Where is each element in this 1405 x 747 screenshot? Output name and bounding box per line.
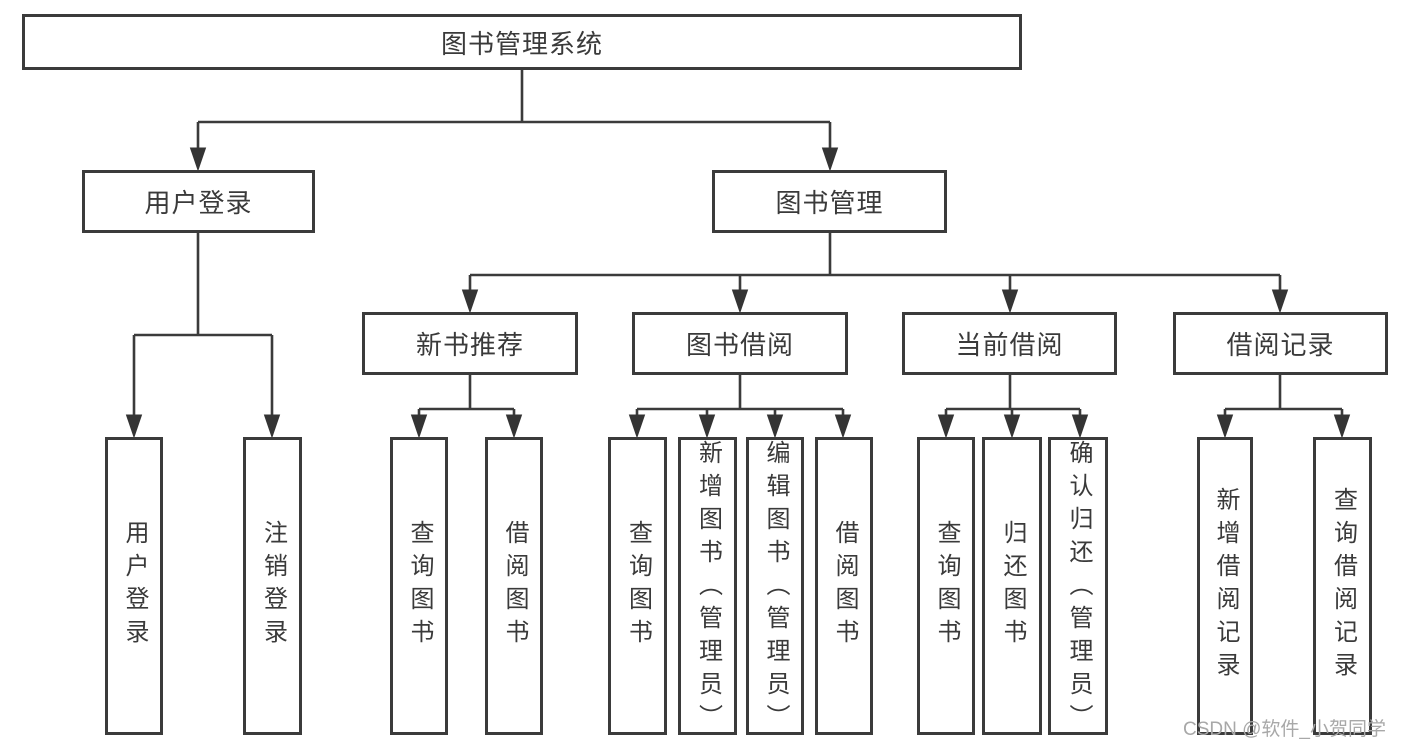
connector-new-rec-to-leaves bbox=[410, 375, 523, 439]
connector-user-login-to-leaves bbox=[125, 233, 281, 439]
node-leaf-br-add-record: 新增借阅记录 bbox=[1197, 437, 1253, 735]
node-leaf-bb-query-books-label: 查询图书 bbox=[624, 520, 652, 652]
node-book-borrowing: 图书借阅 bbox=[632, 312, 848, 375]
node-leaf-bb-edit-books-admin: 编辑图书（管理员） bbox=[746, 437, 804, 737]
csdn-watermark: CSDN @软件_小贺同学 bbox=[1183, 719, 1386, 740]
node-current-borrowing: 当前借阅 bbox=[902, 312, 1117, 375]
node-leaf-user-login: 用户登录 bbox=[105, 437, 163, 735]
node-book-management: 图书管理 bbox=[712, 170, 947, 233]
node-leaf-rec-query-books-label: 查询图书 bbox=[406, 520, 433, 652]
node-leaf-cb-query-books-label: 查询图书 bbox=[933, 520, 960, 652]
node-leaf-rec-query-books: 查询图书 bbox=[390, 437, 448, 735]
node-leaf-bb-borrow-books-label: 借阅图书 bbox=[831, 520, 858, 652]
node-root-system-label: 图书管理系统 bbox=[440, 28, 603, 59]
connector-book-mgmt-to-level3 bbox=[461, 233, 1289, 314]
node-new-book-recommendation: 新书推荐 bbox=[362, 312, 578, 375]
node-leaf-user-login-label: 用户登录 bbox=[121, 520, 148, 652]
node-leaf-cb-return-books-label: 归还图书 bbox=[999, 520, 1026, 652]
node-borrowing-records: 借阅记录 bbox=[1173, 312, 1388, 375]
node-leaf-br-query-record-label: 查询借阅记录 bbox=[1329, 487, 1357, 685]
node-leaf-cb-return-books: 归还图书 bbox=[982, 437, 1042, 735]
connector-borrow-records-to-leaves bbox=[1216, 375, 1351, 439]
connector-current-borrow-to-leaves bbox=[937, 375, 1089, 439]
node-user-login: 用户登录 bbox=[82, 170, 315, 233]
node-leaf-cb-confirm-return-admin: 确认归还（管理员） bbox=[1048, 437, 1108, 737]
node-leaf-bb-add-books-admin-label: 新增图书（管理员） bbox=[694, 440, 722, 737]
node-leaf-cb-confirm-return-admin-label: 确认归还（管理员） bbox=[1065, 440, 1092, 737]
node-leaf-bb-borrow-books: 借阅图书 bbox=[815, 437, 873, 735]
node-leaf-br-query-record: 查询借阅记录 bbox=[1313, 437, 1372, 735]
node-root-system: 图书管理系统 bbox=[22, 14, 1022, 70]
node-leaf-bb-add-books-admin: 新增图书（管理员） bbox=[678, 437, 737, 737]
connector-root-to-level2 bbox=[189, 70, 839, 172]
node-book-management-label: 图书管理 bbox=[775, 188, 884, 218]
node-leaf-logout: 注销登录 bbox=[243, 437, 302, 735]
node-leaf-rec-borrow-books: 借阅图书 bbox=[485, 437, 543, 735]
node-user-login-label: 用户登录 bbox=[144, 188, 253, 218]
node-leaf-cb-query-books: 查询图书 bbox=[917, 437, 975, 735]
node-current-borrowing-label: 当前借阅 bbox=[955, 330, 1064, 360]
node-leaf-bb-edit-books-admin-label: 编辑图书（管理员） bbox=[762, 440, 789, 737]
node-borrowing-records-label: 借阅记录 bbox=[1226, 330, 1335, 360]
node-new-book-recommendation-label: 新书推荐 bbox=[415, 330, 524, 360]
node-leaf-bb-query-books: 查询图书 bbox=[608, 437, 667, 735]
node-book-borrowing-label: 图书借阅 bbox=[685, 330, 794, 360]
node-leaf-logout-label: 注销登录 bbox=[259, 520, 287, 652]
node-leaf-rec-borrow-books-label: 借阅图书 bbox=[501, 520, 528, 652]
node-leaf-br-add-record-label: 新增借阅记录 bbox=[1212, 487, 1239, 685]
connector-book-borrow-to-leaves bbox=[628, 375, 852, 439]
